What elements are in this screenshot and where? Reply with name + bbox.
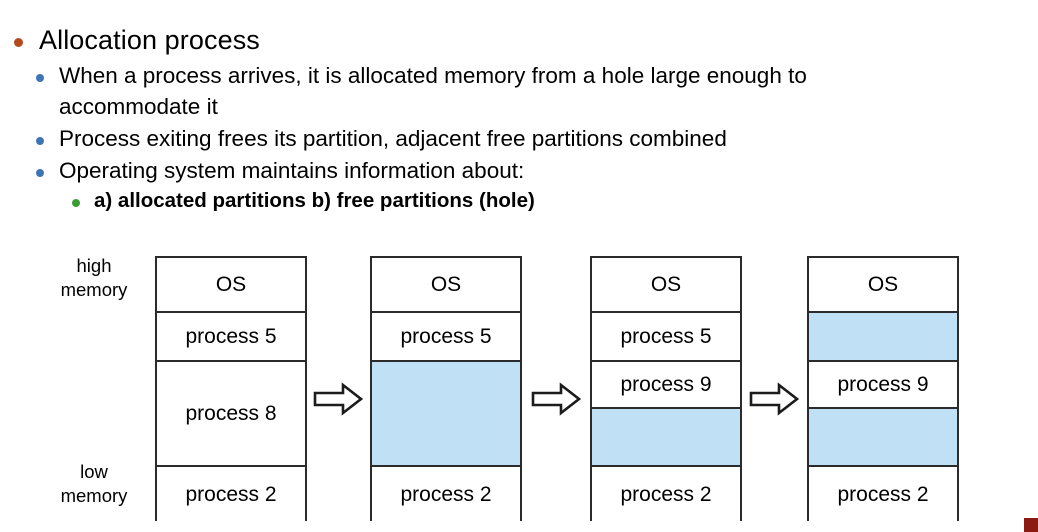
bullet-list: Allocation process When a process arrive… (0, 22, 1038, 215)
bullet-text: Operating system maintains information a… (59, 158, 525, 183)
bullet-text: a) allocated partitions b) free partitio… (94, 189, 535, 212)
bullet-dot-icon (14, 38, 23, 47)
memory-block-process: process 5 (157, 313, 305, 362)
high-memory-line2: memory (60, 279, 128, 300)
memory-block-process: OS (809, 258, 957, 313)
bullet-item-level2: Process exiting frees its partition, adj… (0, 123, 1038, 154)
low-memory-line2: memory (60, 485, 128, 506)
memory-block-hole (809, 313, 957, 362)
bullet-text: Allocation process (39, 25, 260, 55)
memory-block-process: process 9 (592, 362, 740, 409)
bullet-dot-icon (36, 169, 44, 177)
memory-block-process: process 9 (809, 362, 957, 409)
memory-block-process: process 5 (592, 313, 740, 362)
transition-arrow-icon (531, 382, 581, 416)
transition-arrow-icon (749, 382, 799, 416)
bullet-text: Process exiting frees its partition, adj… (59, 126, 727, 151)
memory-block-process: OS (592, 258, 740, 313)
low-memory-label: low memory (40, 460, 148, 508)
memory-block-process: process 2 (809, 467, 957, 523)
bullet-dot-icon (36, 74, 44, 82)
bullet-dot-icon (36, 137, 44, 145)
bullet-text: When a process arrives, it is allocated … (59, 63, 814, 119)
memory-block-process: process 8 (157, 362, 305, 467)
corner-marker (1024, 518, 1038, 532)
bullet-dot-icon (72, 199, 80, 207)
memory-column-state-4: OS process 9 process 2 (807, 256, 959, 523)
memory-block-process: OS (372, 258, 520, 313)
memory-block-process: process 5 (372, 313, 520, 362)
memory-block-hole (809, 409, 957, 467)
bullet-item-level3: a) allocated partitions b) free partitio… (0, 187, 1038, 215)
memory-block-process: process 2 (592, 467, 740, 523)
low-memory-line1: low (80, 461, 108, 482)
memory-block-process: process 2 (372, 467, 520, 523)
bullet-item-level2: When a process arrives, it is allocated … (0, 60, 1038, 122)
high-memory-line1: high (76, 255, 112, 276)
memory-block-process: process 2 (157, 467, 305, 523)
high-memory-label: high memory (40, 254, 148, 302)
memory-block-process: OS (157, 258, 305, 313)
memory-block-hole (592, 409, 740, 467)
bullet-item-level2: Operating system maintains information a… (0, 155, 1038, 186)
memory-block-hole (372, 362, 520, 467)
transition-arrow-icon (313, 382, 363, 416)
memory-axis-labels: high memory low memory (40, 252, 148, 520)
bullet-item-level1: Allocation process (0, 22, 1038, 58)
